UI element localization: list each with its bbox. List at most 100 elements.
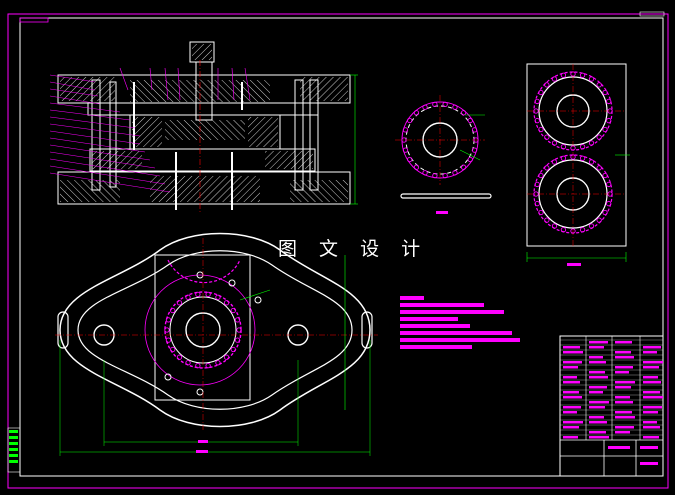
gear-tooth xyxy=(551,159,558,165)
gear-tooth xyxy=(205,291,211,298)
title-block-cell-mark xyxy=(615,386,631,389)
gear-tooth xyxy=(551,223,558,229)
gear-tooth xyxy=(533,108,539,114)
title-block-cell-mark xyxy=(589,376,608,379)
gear-tooth xyxy=(402,147,409,153)
gear-tooth xyxy=(579,144,586,150)
gear-tooth xyxy=(170,307,176,314)
gear-tooth xyxy=(560,155,567,161)
gear-tooth xyxy=(570,145,576,151)
gear-tooth xyxy=(460,110,467,116)
title-block-cell-mark xyxy=(589,391,603,394)
title-block-cell-mark xyxy=(615,356,634,359)
title-block-cell-mark xyxy=(563,426,579,429)
gear-tooth xyxy=(460,164,467,170)
gear-tooth xyxy=(165,337,172,343)
gear-tooth xyxy=(176,300,183,306)
gear-tooth xyxy=(602,209,608,216)
title-block-cell-mark xyxy=(563,406,581,409)
gear-tooth xyxy=(538,89,544,96)
gear-tooth xyxy=(473,137,479,143)
title-block-cell-mark xyxy=(589,341,608,344)
plan-gear-teeth xyxy=(164,291,242,369)
gear-tooth xyxy=(588,159,595,165)
title-block-cell-mark xyxy=(589,371,605,374)
gear-tooth xyxy=(442,172,448,179)
gear-tooth xyxy=(471,147,478,153)
gear-tooth xyxy=(413,164,420,170)
gear-tooth xyxy=(467,156,473,163)
gear-tooth xyxy=(223,300,230,306)
gear-tooth xyxy=(467,117,473,124)
gear-tooth xyxy=(551,140,558,146)
gear-tooth xyxy=(588,223,595,229)
title-block-cell-mark xyxy=(643,436,659,439)
gear-tooth xyxy=(551,76,558,82)
gear-tooth xyxy=(538,126,544,133)
title-block-cell-mark xyxy=(589,416,604,419)
gear-tooth xyxy=(560,72,567,78)
title-block-cell-mark xyxy=(643,346,661,349)
gear-tooth xyxy=(407,156,413,163)
title-block-cell-mark xyxy=(615,431,630,434)
gear-tooth xyxy=(544,217,550,223)
gear-part-view xyxy=(395,95,492,214)
title-block-cell-mark xyxy=(563,421,583,424)
gear-tooth xyxy=(579,227,586,233)
watermark-text: 图 文 设 计 xyxy=(278,238,429,260)
title-block-cell-mark xyxy=(615,341,632,344)
gear-tooth xyxy=(596,134,602,140)
gear-tooth xyxy=(185,360,191,366)
sheet-border-icon xyxy=(7,11,669,489)
title-block-cell-mark xyxy=(589,356,603,359)
gear-tooth xyxy=(570,154,576,160)
upper-punch-teeth xyxy=(533,71,613,151)
title-block-cell-mark xyxy=(615,411,632,414)
gear-tooth xyxy=(195,362,201,369)
gear-tooth xyxy=(236,327,242,333)
gear-tooth xyxy=(579,72,586,78)
title-block-cell-mark xyxy=(563,381,580,384)
gear-tooth xyxy=(452,170,458,176)
gear-tooth xyxy=(544,134,550,140)
gear-tooth xyxy=(596,217,602,223)
gear-tooth xyxy=(560,227,567,233)
die-plan-view xyxy=(55,232,378,456)
title-block-cell-mark xyxy=(643,381,661,384)
gear-tooth xyxy=(606,117,612,124)
title-block-cell-mark xyxy=(589,436,609,439)
title-block-cell-mark xyxy=(563,346,580,349)
title-block-cell-mark xyxy=(643,351,657,354)
gear-tooth xyxy=(544,165,550,171)
title-block-cell-mark xyxy=(615,381,635,384)
gear-tooth xyxy=(606,98,612,105)
title-block-cell-mark xyxy=(589,406,605,409)
gear-tooth xyxy=(534,181,540,188)
title-block-cell-mark xyxy=(643,421,657,424)
technical-requirements-block xyxy=(400,296,520,349)
title-block-cell-mark xyxy=(615,371,629,374)
title-block-cell-mark xyxy=(589,386,607,389)
gear-tooth xyxy=(588,76,595,82)
title-block-cell-mark xyxy=(615,401,633,404)
zone-marker-icon xyxy=(7,427,21,473)
title-block-cell-mark xyxy=(589,361,606,364)
gear-tooth xyxy=(602,89,608,96)
title-block-cell-mark xyxy=(563,351,583,354)
title-block-cell-mark xyxy=(643,376,658,379)
gear-tooth xyxy=(413,110,420,116)
title-block-cell-mark xyxy=(643,361,663,364)
title-block-cell-mark xyxy=(563,436,578,439)
title-block-cell-mark xyxy=(563,376,577,379)
gear-tooth xyxy=(230,346,236,353)
title-block-cell-mark xyxy=(615,416,635,419)
gear-tooth xyxy=(402,127,409,133)
title-block-cell-mark xyxy=(643,406,662,409)
assembly-section-view xyxy=(49,41,358,212)
gear-tooth xyxy=(606,200,612,207)
title-block-cell-mark xyxy=(563,366,578,369)
gear-tooth xyxy=(185,294,191,300)
title-block-cell-mark xyxy=(643,391,660,394)
gear-tooth xyxy=(579,155,586,161)
